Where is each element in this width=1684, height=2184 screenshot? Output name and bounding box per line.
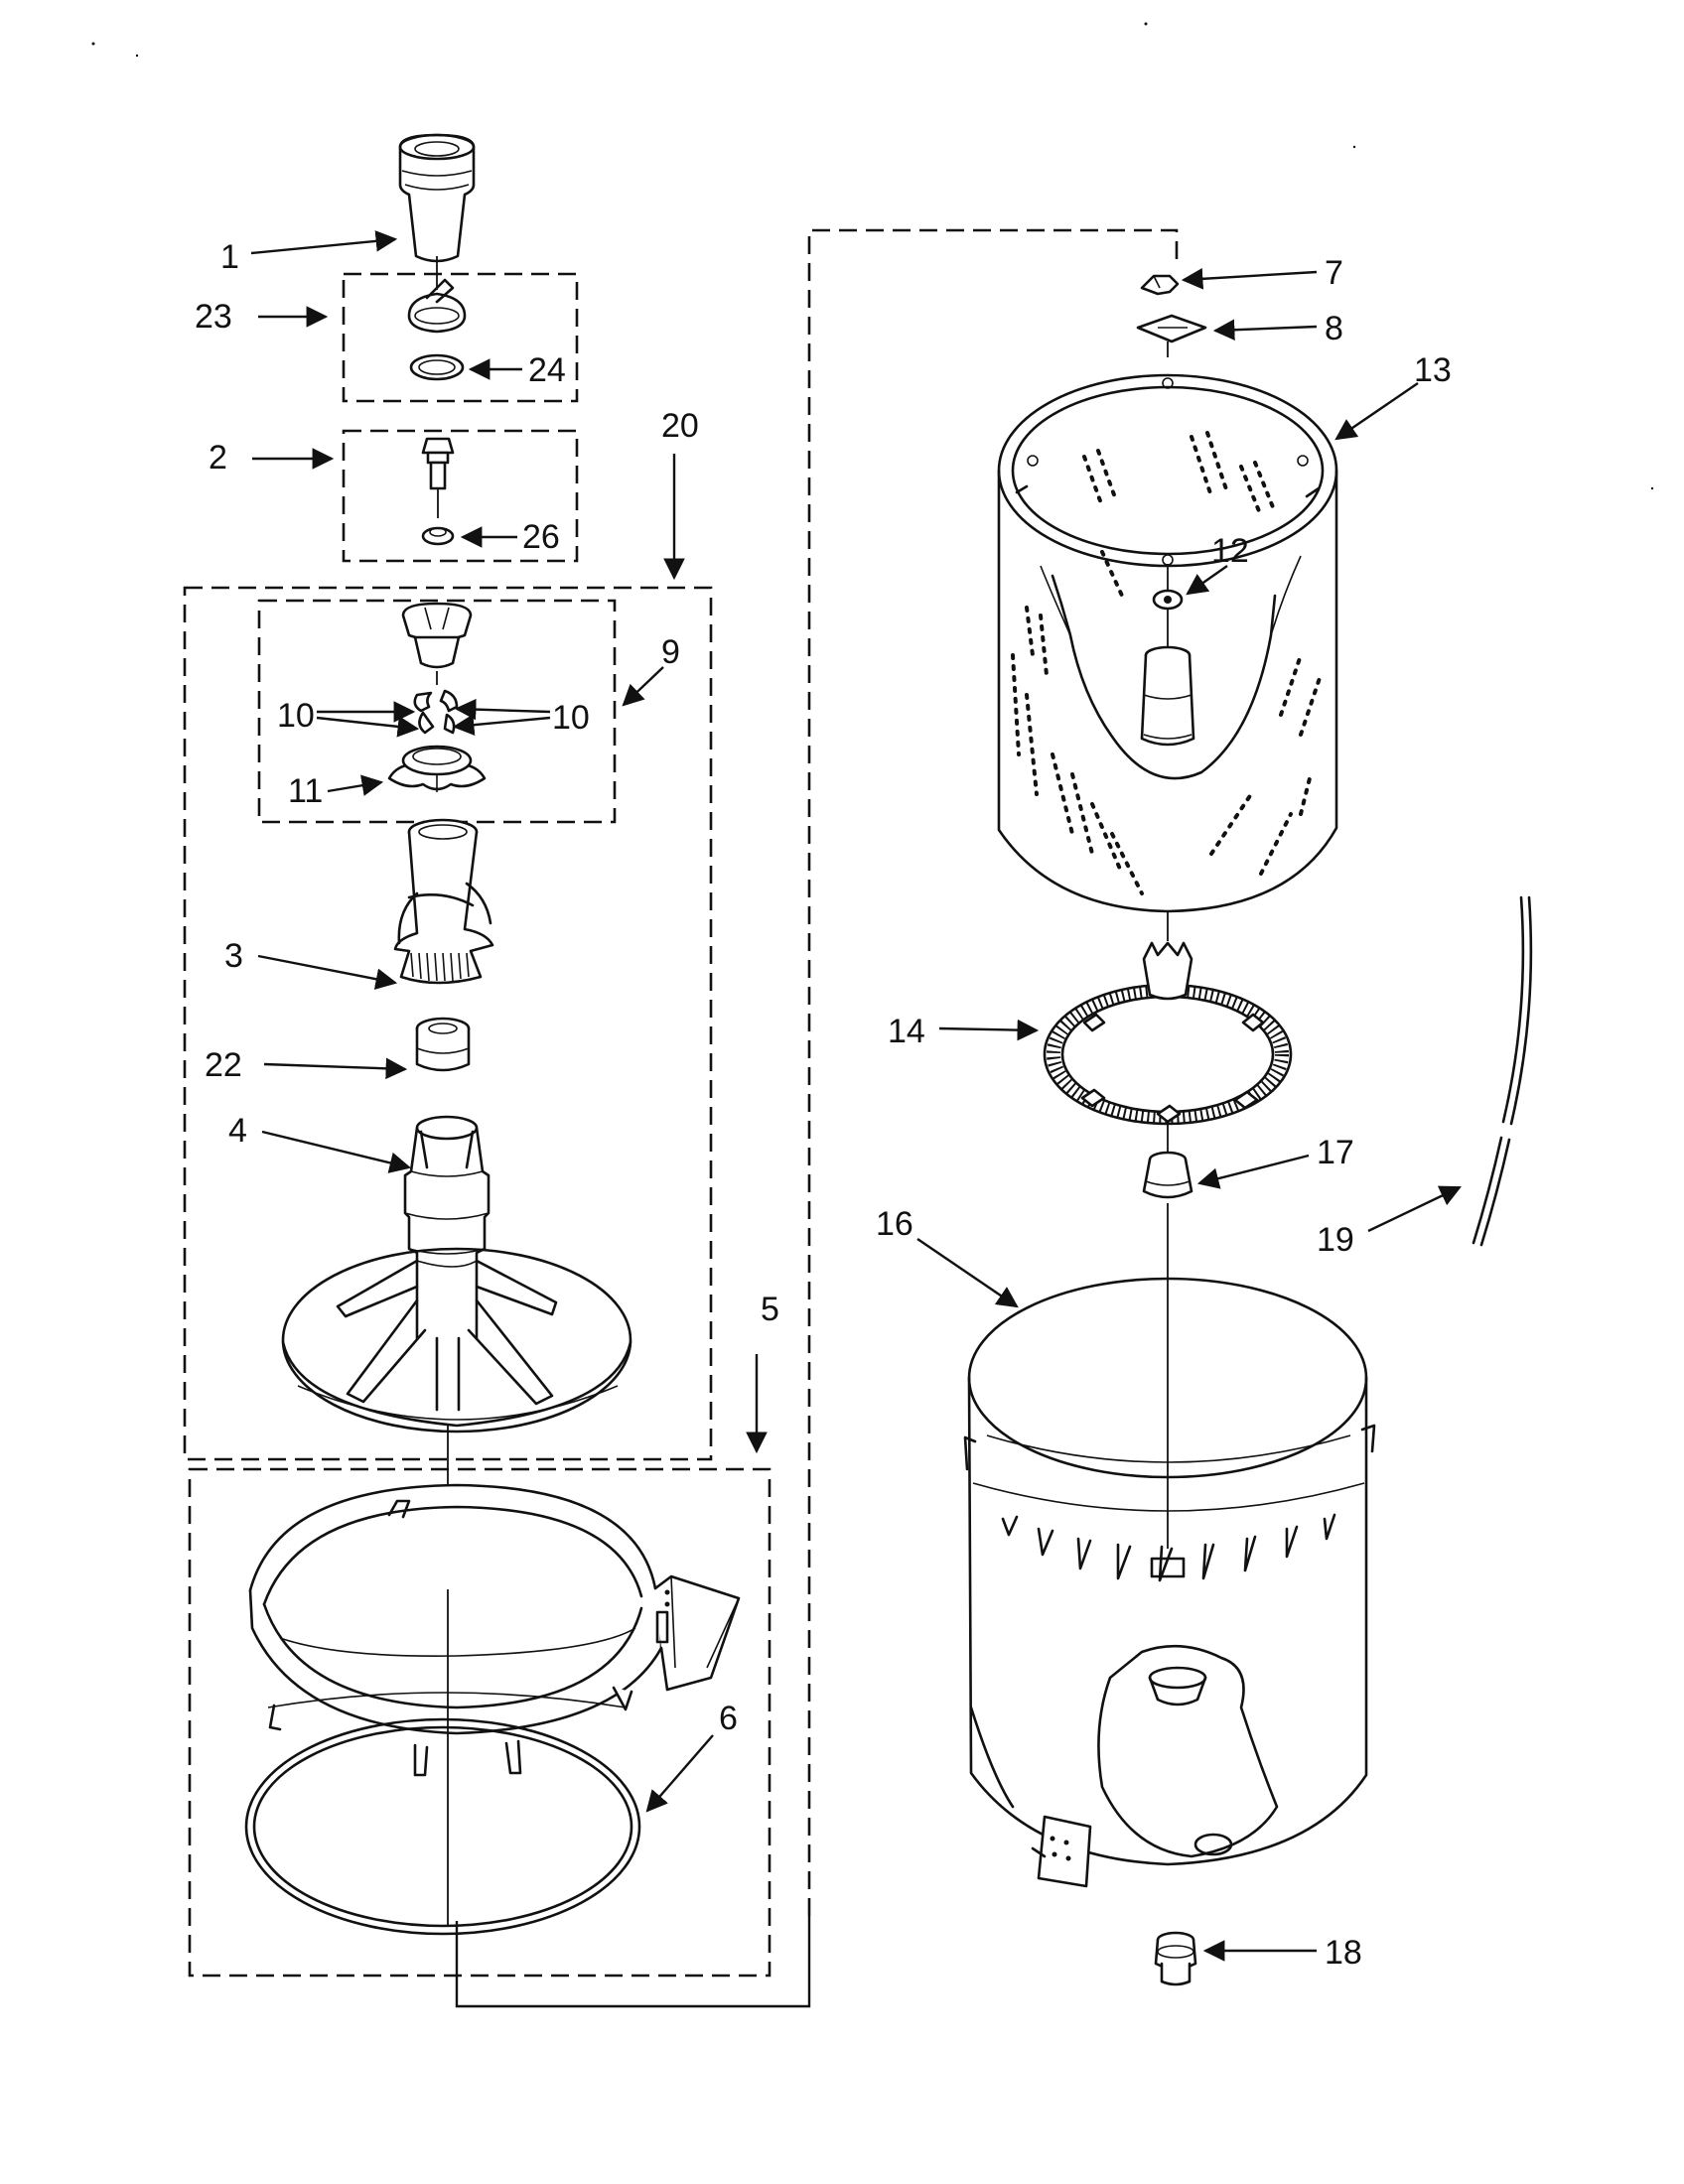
label-part-24: 24 xyxy=(528,351,566,389)
scan-specks xyxy=(91,22,1654,490)
label-part-16: 16 xyxy=(876,1205,913,1243)
label-part-9: 9 xyxy=(661,633,680,671)
label-part-6: 6 xyxy=(719,1700,738,1737)
group-box-2 xyxy=(342,429,579,563)
part-3-auger xyxy=(393,818,494,985)
group-box-23 xyxy=(342,272,579,403)
part-12-nut xyxy=(1152,589,1184,611)
part-17-coupling xyxy=(1142,1151,1193,1549)
label-part-13: 13 xyxy=(1414,351,1452,389)
part-13-basket xyxy=(997,373,1338,941)
label-part-23: 23 xyxy=(195,298,232,336)
leader-arrows xyxy=(250,230,1462,1962)
label-part-10-left: 10 xyxy=(277,697,315,735)
part-24-o-ring xyxy=(409,353,465,381)
part-18-drain-plug xyxy=(1154,1931,1197,1986)
label-part-17: 17 xyxy=(1317,1134,1354,1171)
label-part-5: 5 xyxy=(761,1291,779,1328)
part-7-clip xyxy=(1140,274,1180,296)
label-part-7: 7 xyxy=(1325,254,1343,292)
label-part-4: 4 xyxy=(228,1112,247,1150)
label-part-19: 19 xyxy=(1317,1221,1354,1259)
part-14-drive-disc xyxy=(1043,941,1293,1152)
part-6-gasket xyxy=(244,1692,641,1936)
part-1-dispenser xyxy=(398,133,476,290)
label-part-22: 22 xyxy=(205,1046,242,1084)
part-2-bolt xyxy=(421,437,455,518)
part-4-agitator xyxy=(281,1115,632,1433)
label-part-3: 3 xyxy=(224,937,243,975)
part-8-bracket xyxy=(1136,314,1207,357)
label-part-1: 1 xyxy=(220,238,239,276)
label-part-11: 11 xyxy=(288,772,323,810)
label-part-14: 14 xyxy=(888,1013,925,1050)
group-box-20 xyxy=(183,586,713,1461)
group-box-5 xyxy=(188,1467,772,1978)
label-part-2: 2 xyxy=(209,439,227,477)
part-11-ring xyxy=(387,745,487,792)
label-part-26: 26 xyxy=(522,518,560,556)
part-10-dogs xyxy=(413,689,459,735)
label-part-8: 8 xyxy=(1325,310,1343,347)
label-part-18: 18 xyxy=(1325,1934,1362,1972)
label-part-20: 20 xyxy=(661,407,699,445)
part-5-tub-ring xyxy=(248,1483,741,1777)
part-19-hose xyxy=(1472,895,1533,1247)
label-part-10-right: 10 xyxy=(552,699,590,737)
part-26-washer xyxy=(421,526,455,546)
part-23-cap xyxy=(407,278,467,334)
label-part-12: 12 xyxy=(1211,532,1249,570)
dashed-connector-basket xyxy=(807,228,1179,1916)
part-22-bearing xyxy=(415,1017,471,1072)
solid-connector-line xyxy=(455,1916,811,2008)
part-16-outer-tub xyxy=(963,1277,1376,1888)
part-9-cam xyxy=(401,602,473,685)
